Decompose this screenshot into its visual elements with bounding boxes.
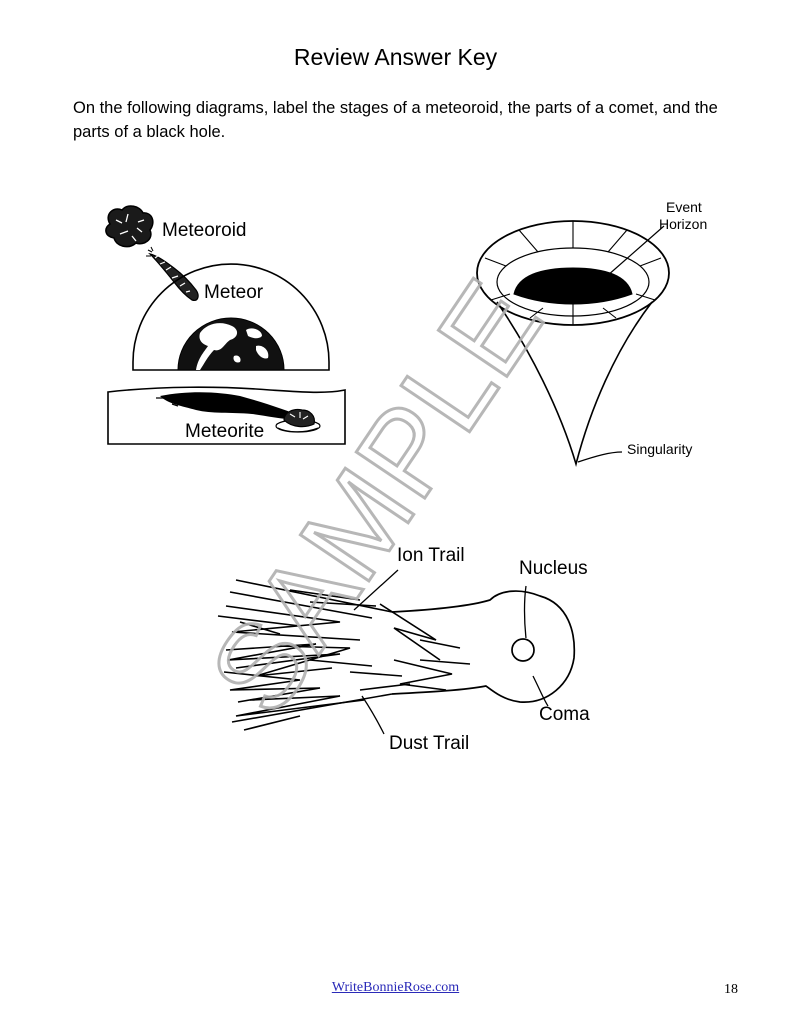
page-title: Review Answer Key [293, 44, 498, 70]
label-dust-trail: Dust Trail [389, 733, 470, 754]
label-meteoroid: Meteoroid [162, 220, 247, 241]
comet-diagram [217, 569, 576, 735]
meteoroid-diagram [105, 205, 346, 445]
meteor-icon [146, 246, 199, 301]
nucleus-circle [511, 638, 535, 662]
label-meteorite: Meteorite [185, 421, 265, 442]
label-coma: Coma [539, 704, 590, 725]
label-meteor: Meteor [204, 282, 264, 303]
label-event-horizon-line2: Horizon [659, 216, 708, 232]
label-nucleus: Nucleus [519, 558, 588, 579]
meteoroid-rock-icon [105, 205, 154, 248]
label-ion-trail: Ion Trail [397, 545, 465, 566]
earth-icon [177, 317, 285, 371]
black-hole-diagram [476, 220, 670, 467]
ground-box [107, 386, 346, 445]
footer-link[interactable]: WriteBonnieRose.com [331, 980, 460, 995]
meteorite-rock-icon [275, 408, 321, 433]
atmosphere-dome [132, 263, 330, 371]
label-event-horizon-line1: Event [666, 199, 702, 215]
instructions: On the following diagrams, label the sta… [73, 99, 718, 141]
label-singularity: Singularity [627, 441, 693, 457]
page-number: 18 [724, 982, 738, 997]
